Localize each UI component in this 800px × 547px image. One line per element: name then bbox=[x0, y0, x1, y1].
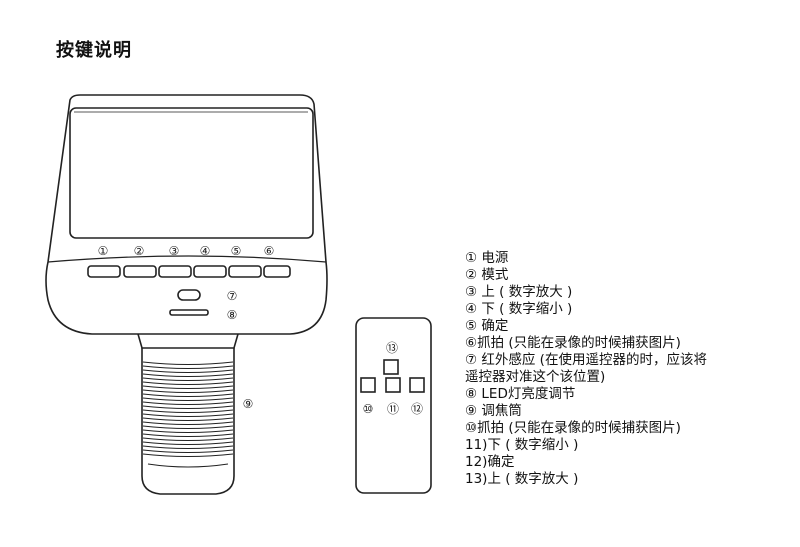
remote-button-11 bbox=[385, 377, 401, 393]
page-title: 按键说明 bbox=[56, 40, 132, 61]
device-neck bbox=[137, 333, 239, 349]
legend-item-text: ① 电源 bbox=[465, 250, 509, 266]
label-remote-12: ⑫ bbox=[411, 402, 423, 416]
label-button-2: ② bbox=[134, 244, 145, 258]
legend-item-text: 12)确定 bbox=[465, 454, 515, 470]
legend-item-text: ⑤ 确定 bbox=[465, 318, 509, 334]
legend-item-text: ③ 上 ( 数字放大 ) bbox=[465, 284, 573, 300]
button-4 bbox=[193, 265, 227, 278]
legend-item-continuation: 遥控器对准这个该位置) bbox=[465, 369, 606, 385]
label-ir: ⑦ bbox=[227, 289, 238, 303]
legend-item: ④ 下 ( 数字缩小 ) bbox=[465, 301, 707, 318]
focus-barrel bbox=[141, 348, 235, 495]
remote-button-13 bbox=[383, 359, 399, 375]
legend-item-text: ④ 下 ( 数字缩小 ) bbox=[465, 301, 573, 317]
remote-button-10 bbox=[360, 377, 376, 393]
legend-item-text: 11)下 ( 数字缩小 ) bbox=[465, 437, 579, 453]
legend-item: ② 模式 bbox=[465, 267, 707, 284]
legend-item: ⑦ 红外感应 (在使用遥控器的时，应该将遥控器对准这个该位置) bbox=[465, 352, 707, 386]
label-button-1: ① bbox=[98, 244, 109, 258]
label-focus: ⑨ bbox=[243, 397, 254, 411]
legend-item-text: ⑩抓拍 (只能在录像的时候捕获图片) bbox=[465, 420, 681, 436]
button-5 bbox=[228, 265, 262, 278]
remote-button-12 bbox=[409, 377, 425, 393]
led-dial bbox=[169, 309, 209, 316]
label-button-3: ③ bbox=[169, 244, 180, 258]
button-3 bbox=[158, 265, 192, 278]
legend-item: ⑥抓拍 (只能在录像的时候捕获图片) bbox=[465, 335, 707, 352]
legend-item: ⑧ LED灯亮度调节 bbox=[465, 386, 707, 403]
legend-item: ⑩抓拍 (只能在录像的时候捕获图片) bbox=[465, 420, 707, 437]
device-number-labels: ① ② ③ ④ ⑤ ⑥ ⑦ ⑧ ⑨ bbox=[98, 244, 275, 411]
label-remote-13: ⑬ bbox=[386, 341, 398, 355]
legend-item: ① 电源 bbox=[465, 250, 707, 267]
button-2 bbox=[123, 265, 157, 278]
legend-item: ⑨ 调焦筒 bbox=[465, 403, 707, 420]
label-button-5: ⑤ bbox=[231, 244, 242, 258]
button-6 bbox=[263, 265, 291, 278]
legend-item: 13)上 ( 数字放大 ) bbox=[465, 471, 707, 488]
legend-item-text: ⑦ 红外感应 (在使用遥控器的时，应该将 bbox=[465, 352, 707, 368]
ir-sensor bbox=[177, 289, 201, 301]
legend-item-text: ⑧ LED灯亮度调节 bbox=[465, 386, 576, 402]
label-button-6: ⑥ bbox=[264, 244, 275, 258]
label-button-4: ④ bbox=[200, 244, 211, 258]
device-body bbox=[45, 94, 328, 335]
button-1 bbox=[87, 265, 121, 278]
legend-item-text: ② 模式 bbox=[465, 267, 509, 283]
remote-number-labels: ⑬ ⑩ ⑪ ⑫ bbox=[363, 341, 423, 416]
label-remote-10: ⑩ bbox=[363, 402, 374, 416]
legend-item: ③ 上 ( 数字放大 ) bbox=[465, 284, 707, 301]
label-remote-11: ⑪ bbox=[387, 402, 399, 416]
legend-item: 11)下 ( 数字缩小 ) bbox=[465, 437, 707, 454]
device-screen bbox=[69, 107, 314, 239]
legend-item-text: 13)上 ( 数字放大 ) bbox=[465, 471, 579, 487]
label-led: ⑧ bbox=[227, 308, 238, 322]
legend-item: ⑤ 确定 bbox=[465, 318, 707, 335]
remote-control bbox=[355, 317, 432, 494]
legend-item-text: ⑥抓拍 (只能在录像的时候捕获图片) bbox=[465, 335, 681, 351]
legend-item: 12)确定 bbox=[465, 454, 707, 471]
legend-item-text: ⑨ 调焦筒 bbox=[465, 403, 522, 419]
